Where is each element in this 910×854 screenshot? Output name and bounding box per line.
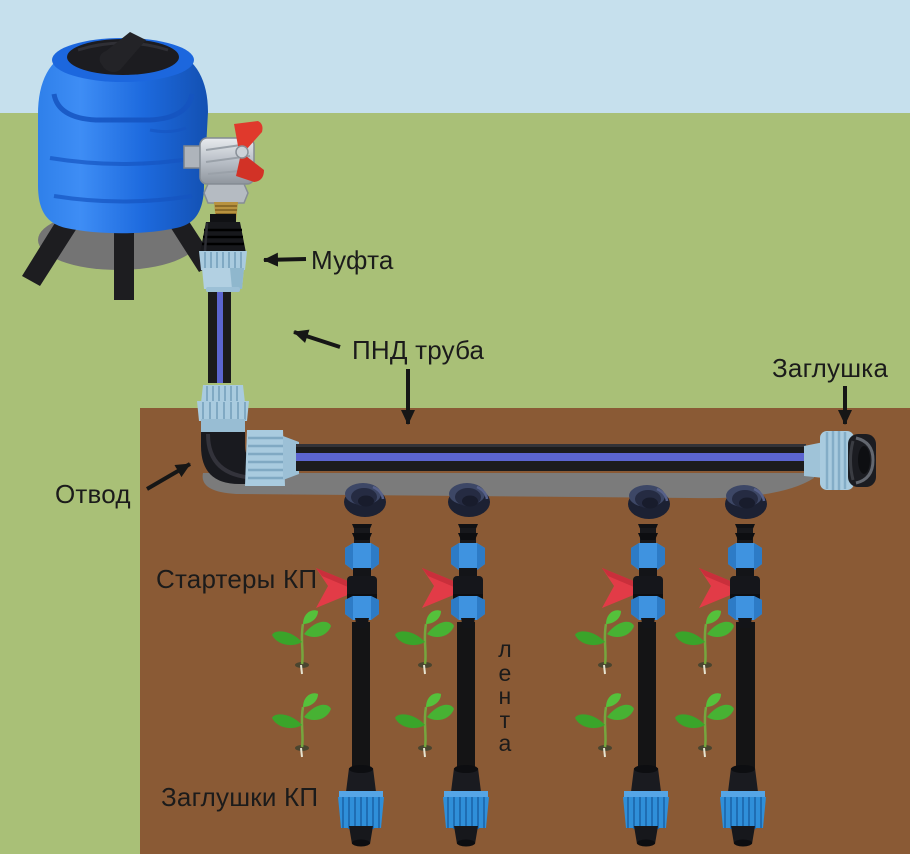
ball-valve: [183, 121, 264, 222]
drip-tape: [352, 622, 370, 770]
end-cap-plug: [804, 431, 876, 490]
drip-tape: [457, 622, 475, 770]
label-hdpe-pipe: ПНД труба: [352, 335, 485, 365]
tank-handle-ridge: [51, 93, 195, 123]
coupling-mufta: [199, 214, 247, 292]
water-tank: [38, 32, 208, 234]
pipe-stripe: [217, 292, 223, 383]
drip-tape: [638, 622, 656, 770]
vertical-pnd-pipe: [208, 292, 231, 383]
annotation-arrows: [145, 252, 852, 491]
valve-handle-icon: [234, 121, 263, 150]
label-tape-starters: Стартеры КП: [156, 564, 318, 594]
main-pnd-pipe: [296, 444, 806, 471]
label-elbow: Отвод: [55, 479, 131, 509]
coupling-arrow: [263, 252, 307, 267]
elbow-fitting: [197, 385, 299, 486]
hdpe-pipe-arrow-up: [293, 329, 341, 349]
drip-tape: [736, 622, 755, 770]
label-coupling: Муфта: [311, 245, 394, 275]
elbow-arrow: [145, 462, 192, 491]
trench-shadow: [202, 473, 815, 499]
lid-handle: [99, 32, 146, 73]
label-end-plug: Заглушка: [772, 353, 889, 383]
label-tape-plugs: Заглушки КП: [161, 782, 319, 812]
pipe-stripe: [296, 453, 806, 461]
